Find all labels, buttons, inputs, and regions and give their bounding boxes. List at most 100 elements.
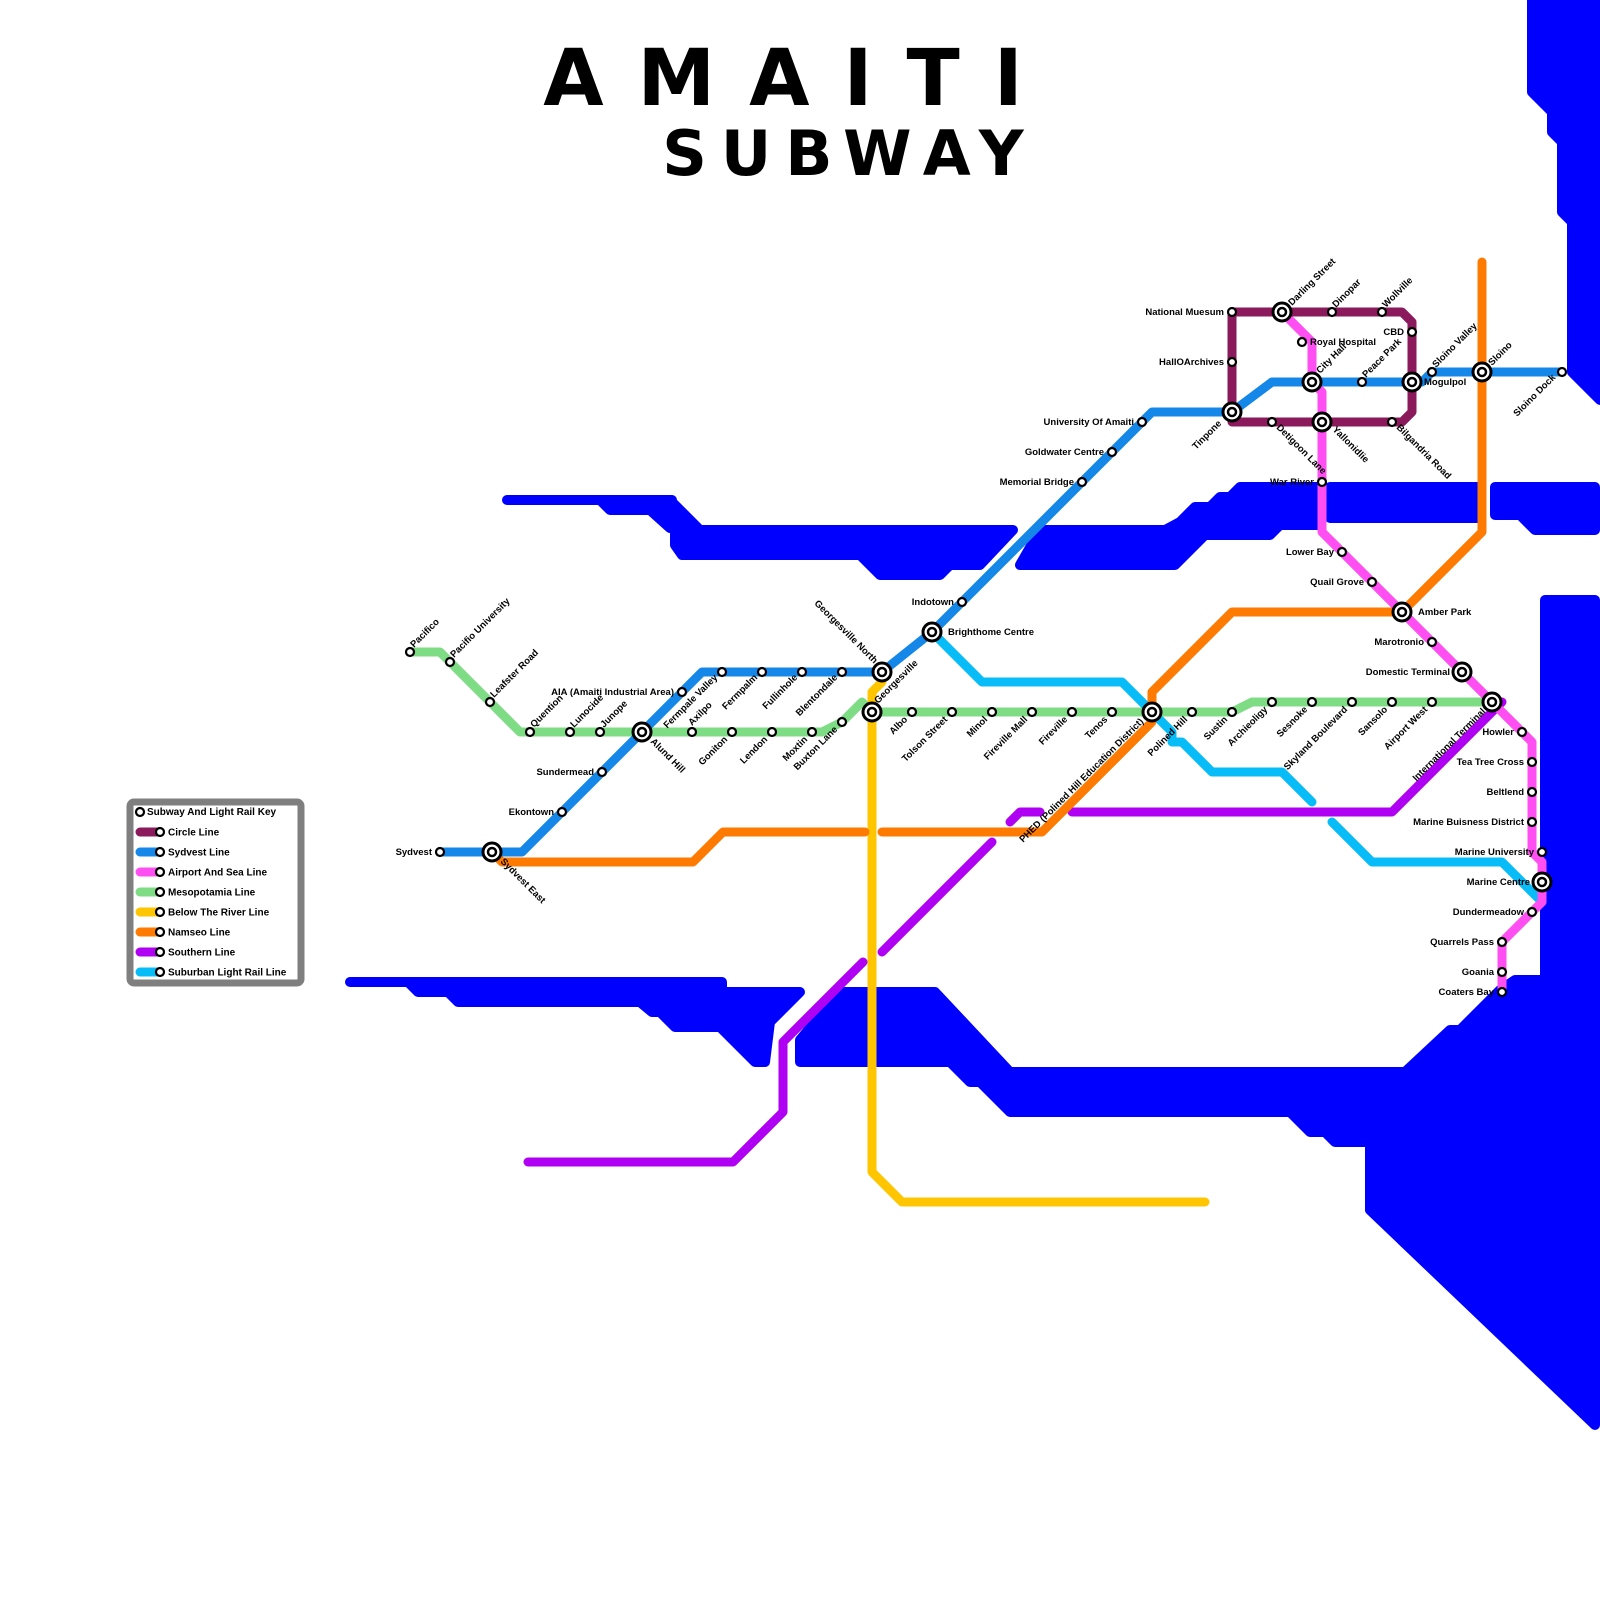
legend-item-mesopotamia-line: Mesopotamia Line [135, 886, 256, 899]
southern-line-c[interactable] [1005, 807, 1045, 827]
station-halloarchives[interactable]: HallOArchives [1159, 356, 1238, 368]
sydvest-line[interactable] [435, 367, 1567, 857]
station-cbd[interactable]: CBD [1383, 326, 1418, 338]
station-quail-grove[interactable]: Quail Grove [1310, 576, 1378, 588]
station-label: Mogulpol [1424, 377, 1466, 388]
station-ekontown[interactable]: Ekontown [509, 806, 568, 818]
station-beltlend[interactable]: Beltlend [1487, 786, 1538, 798]
legend-station-icon [154, 926, 166, 938]
station-university-of-amaiti[interactable]: University Of Amaiti [1044, 416, 1148, 428]
station-marotronio[interactable]: Marotronio [1374, 636, 1438, 648]
station-label: Dinopar [1330, 277, 1363, 310]
station-marker [766, 726, 778, 738]
station-phed-polined-hill-education-district[interactable]: PHED (Polined Hill Education District) [1017, 701, 1163, 845]
station-marker [1516, 726, 1528, 738]
legend-station-icon [154, 906, 166, 918]
station-label: Sesnoke [1275, 704, 1310, 739]
station-label: Yallonidlie [1330, 424, 1371, 465]
station-label: National Muesum [1145, 307, 1224, 318]
station-marker [1136, 416, 1148, 428]
station-marine-university[interactable]: Marine University [1455, 846, 1548, 858]
station-dundermeadow[interactable]: Dundermeadow [1453, 906, 1538, 918]
below-river-line[interactable] [867, 677, 1210, 1207]
station-sydvest[interactable]: Sydvest [396, 846, 446, 858]
station-goldwater-centre[interactable]: Goldwater Centre [1025, 446, 1118, 458]
station-marker [434, 846, 446, 858]
station-label: Marine Centre [1467, 877, 1530, 888]
station-marker [796, 666, 808, 678]
station-label: Tinpone [1190, 418, 1224, 452]
interchange-marker-inner [1406, 376, 1418, 388]
station-marker [1326, 306, 1338, 318]
station-marker [1356, 376, 1368, 388]
interchange-marker-inner [1536, 876, 1548, 888]
station-bilgandria-road[interactable]: Bilgandria Road [1386, 416, 1453, 482]
station-marker [524, 726, 536, 738]
station-national-muesum[interactable]: National Muesum [1145, 306, 1238, 318]
station-marker [1226, 706, 1238, 718]
station-label: War River [1270, 477, 1314, 488]
station-marker [716, 666, 728, 678]
namseo-line[interactable] [487, 827, 870, 867]
suburban-line[interactable] [927, 627, 1317, 807]
southern-line[interactable] [523, 957, 868, 1167]
legend-station-icon [154, 846, 166, 858]
legend-station-icon [154, 826, 166, 838]
station-coaters-bay[interactable]: Coaters Bay [1439, 986, 1508, 998]
interchange-marker-inner [1396, 606, 1408, 618]
station-indotown[interactable]: Indotown [912, 596, 968, 608]
station-mogulpol[interactable]: Mogulpol [1401, 371, 1466, 393]
station-marine-centre[interactable]: Marine Centre [1467, 871, 1553, 893]
legend-item-below-the-river-line: Below The River Line [135, 906, 270, 919]
station-lower-bay[interactable]: Lower Bay [1286, 546, 1348, 558]
station-marker [1536, 846, 1548, 858]
station-marker [1526, 906, 1538, 918]
namseo-line-b[interactable] [877, 257, 1487, 837]
station-pacifio-university[interactable]: Pacifio University [444, 595, 513, 668]
legend-frame [126, 798, 305, 987]
suburban-line-b[interactable] [1327, 817, 1547, 907]
lower-river-west [345, 977, 805, 1067]
station-marker [726, 726, 738, 738]
station-label: HallOArchives [1159, 357, 1224, 368]
station-sundermead[interactable]: Sundermead [536, 766, 608, 778]
station-memorial-bridge[interactable]: Memorial Bridge [1000, 476, 1088, 488]
upper-river-east [1015, 482, 1325, 570]
station-war-river[interactable]: War River [1270, 476, 1328, 488]
station-goania[interactable]: Goania [1462, 966, 1508, 978]
station-brighthome-centre[interactable]: Brighthome Centre [921, 621, 1034, 643]
legend-label: Airport And Sea Line [168, 868, 268, 879]
station-quarrels-pass[interactable]: Quarrels Pass [1430, 936, 1508, 948]
station-label: Quail Grove [1310, 577, 1364, 588]
upper-river-far-east [1325, 482, 1485, 523]
station-skyland-boulevard[interactable]: Skyland Boulevard [1282, 696, 1358, 773]
station-marker [836, 716, 848, 728]
station-amber-park[interactable]: Amber Park [1391, 601, 1472, 623]
station-tea-tree-cross[interactable]: Tea Tree Cross [1457, 756, 1538, 768]
southern-line-b[interactable] [877, 837, 997, 957]
station-marine-buisness-district[interactable]: Marine Buisness District [1413, 816, 1538, 828]
interchange-marker-inner [1476, 366, 1488, 378]
station-label: Alund Hill [648, 736, 687, 775]
station-label: Airport West [1382, 704, 1431, 753]
station-marker [1496, 966, 1508, 978]
station-marker [1526, 756, 1538, 768]
station-royal-hospital[interactable]: Royal Hospital [1296, 336, 1376, 348]
station-domestic-terminal[interactable]: Domestic Terminal [1366, 661, 1473, 683]
southern-line-d[interactable] [1067, 697, 1507, 817]
title-line-1: AMAITI [543, 34, 1057, 124]
east-coast-water [1527, 0, 1600, 405]
station-aia-amaiti-industrial-area[interactable]: AIA (Amaiti Industrial Area) [551, 686, 688, 698]
interchange-marker-inner [1306, 376, 1318, 388]
station-marker [946, 706, 958, 718]
station-label: Goania [1462, 967, 1495, 978]
station-howler[interactable]: Howler [1482, 726, 1528, 738]
station-label: Indotown [912, 597, 954, 608]
station-marker [1186, 706, 1198, 718]
station-marker [686, 726, 698, 738]
station-leafster-road[interactable]: Leafster Road [484, 647, 541, 708]
interchange-marker-inner [1276, 306, 1288, 318]
legend-item-namseo-line: Namseo Line [135, 926, 231, 939]
station-label: Albo [887, 714, 910, 737]
